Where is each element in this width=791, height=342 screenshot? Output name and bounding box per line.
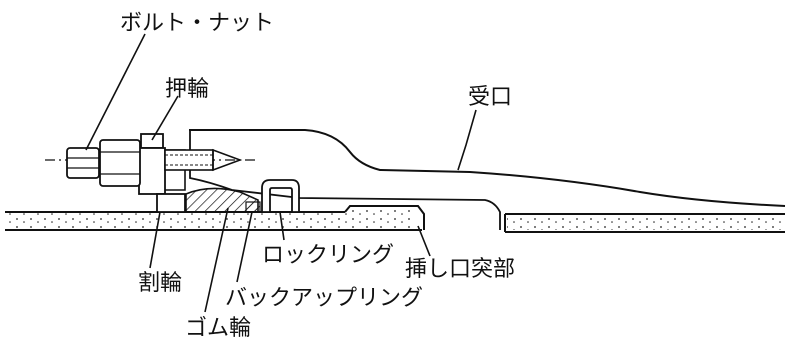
spigot-pipe: [5, 205, 425, 231]
label-split-ring: 割輪: [138, 271, 182, 296]
label-bolt-nut: ボルト・ナット: [120, 11, 274, 36]
label-socket: 受口: [468, 85, 512, 110]
label-rubber-ring: ゴム輪: [185, 316, 251, 341]
locking-ring: [261, 179, 300, 213]
split-ring: [156, 193, 186, 213]
push-ring: [138, 133, 186, 195]
label-locking-ring: ロックリング: [262, 243, 394, 268]
label-backup-ring: バックアップリング: [225, 286, 423, 311]
socket-pipe: [189, 129, 786, 233]
backup-ring: [245, 201, 261, 213]
leader-lines: [85, 33, 477, 313]
label-spigot-projection: 挿し口突部: [405, 257, 515, 282]
bolt-nut: [66, 139, 243, 187]
label-push-ring: 押輪: [165, 77, 209, 102]
